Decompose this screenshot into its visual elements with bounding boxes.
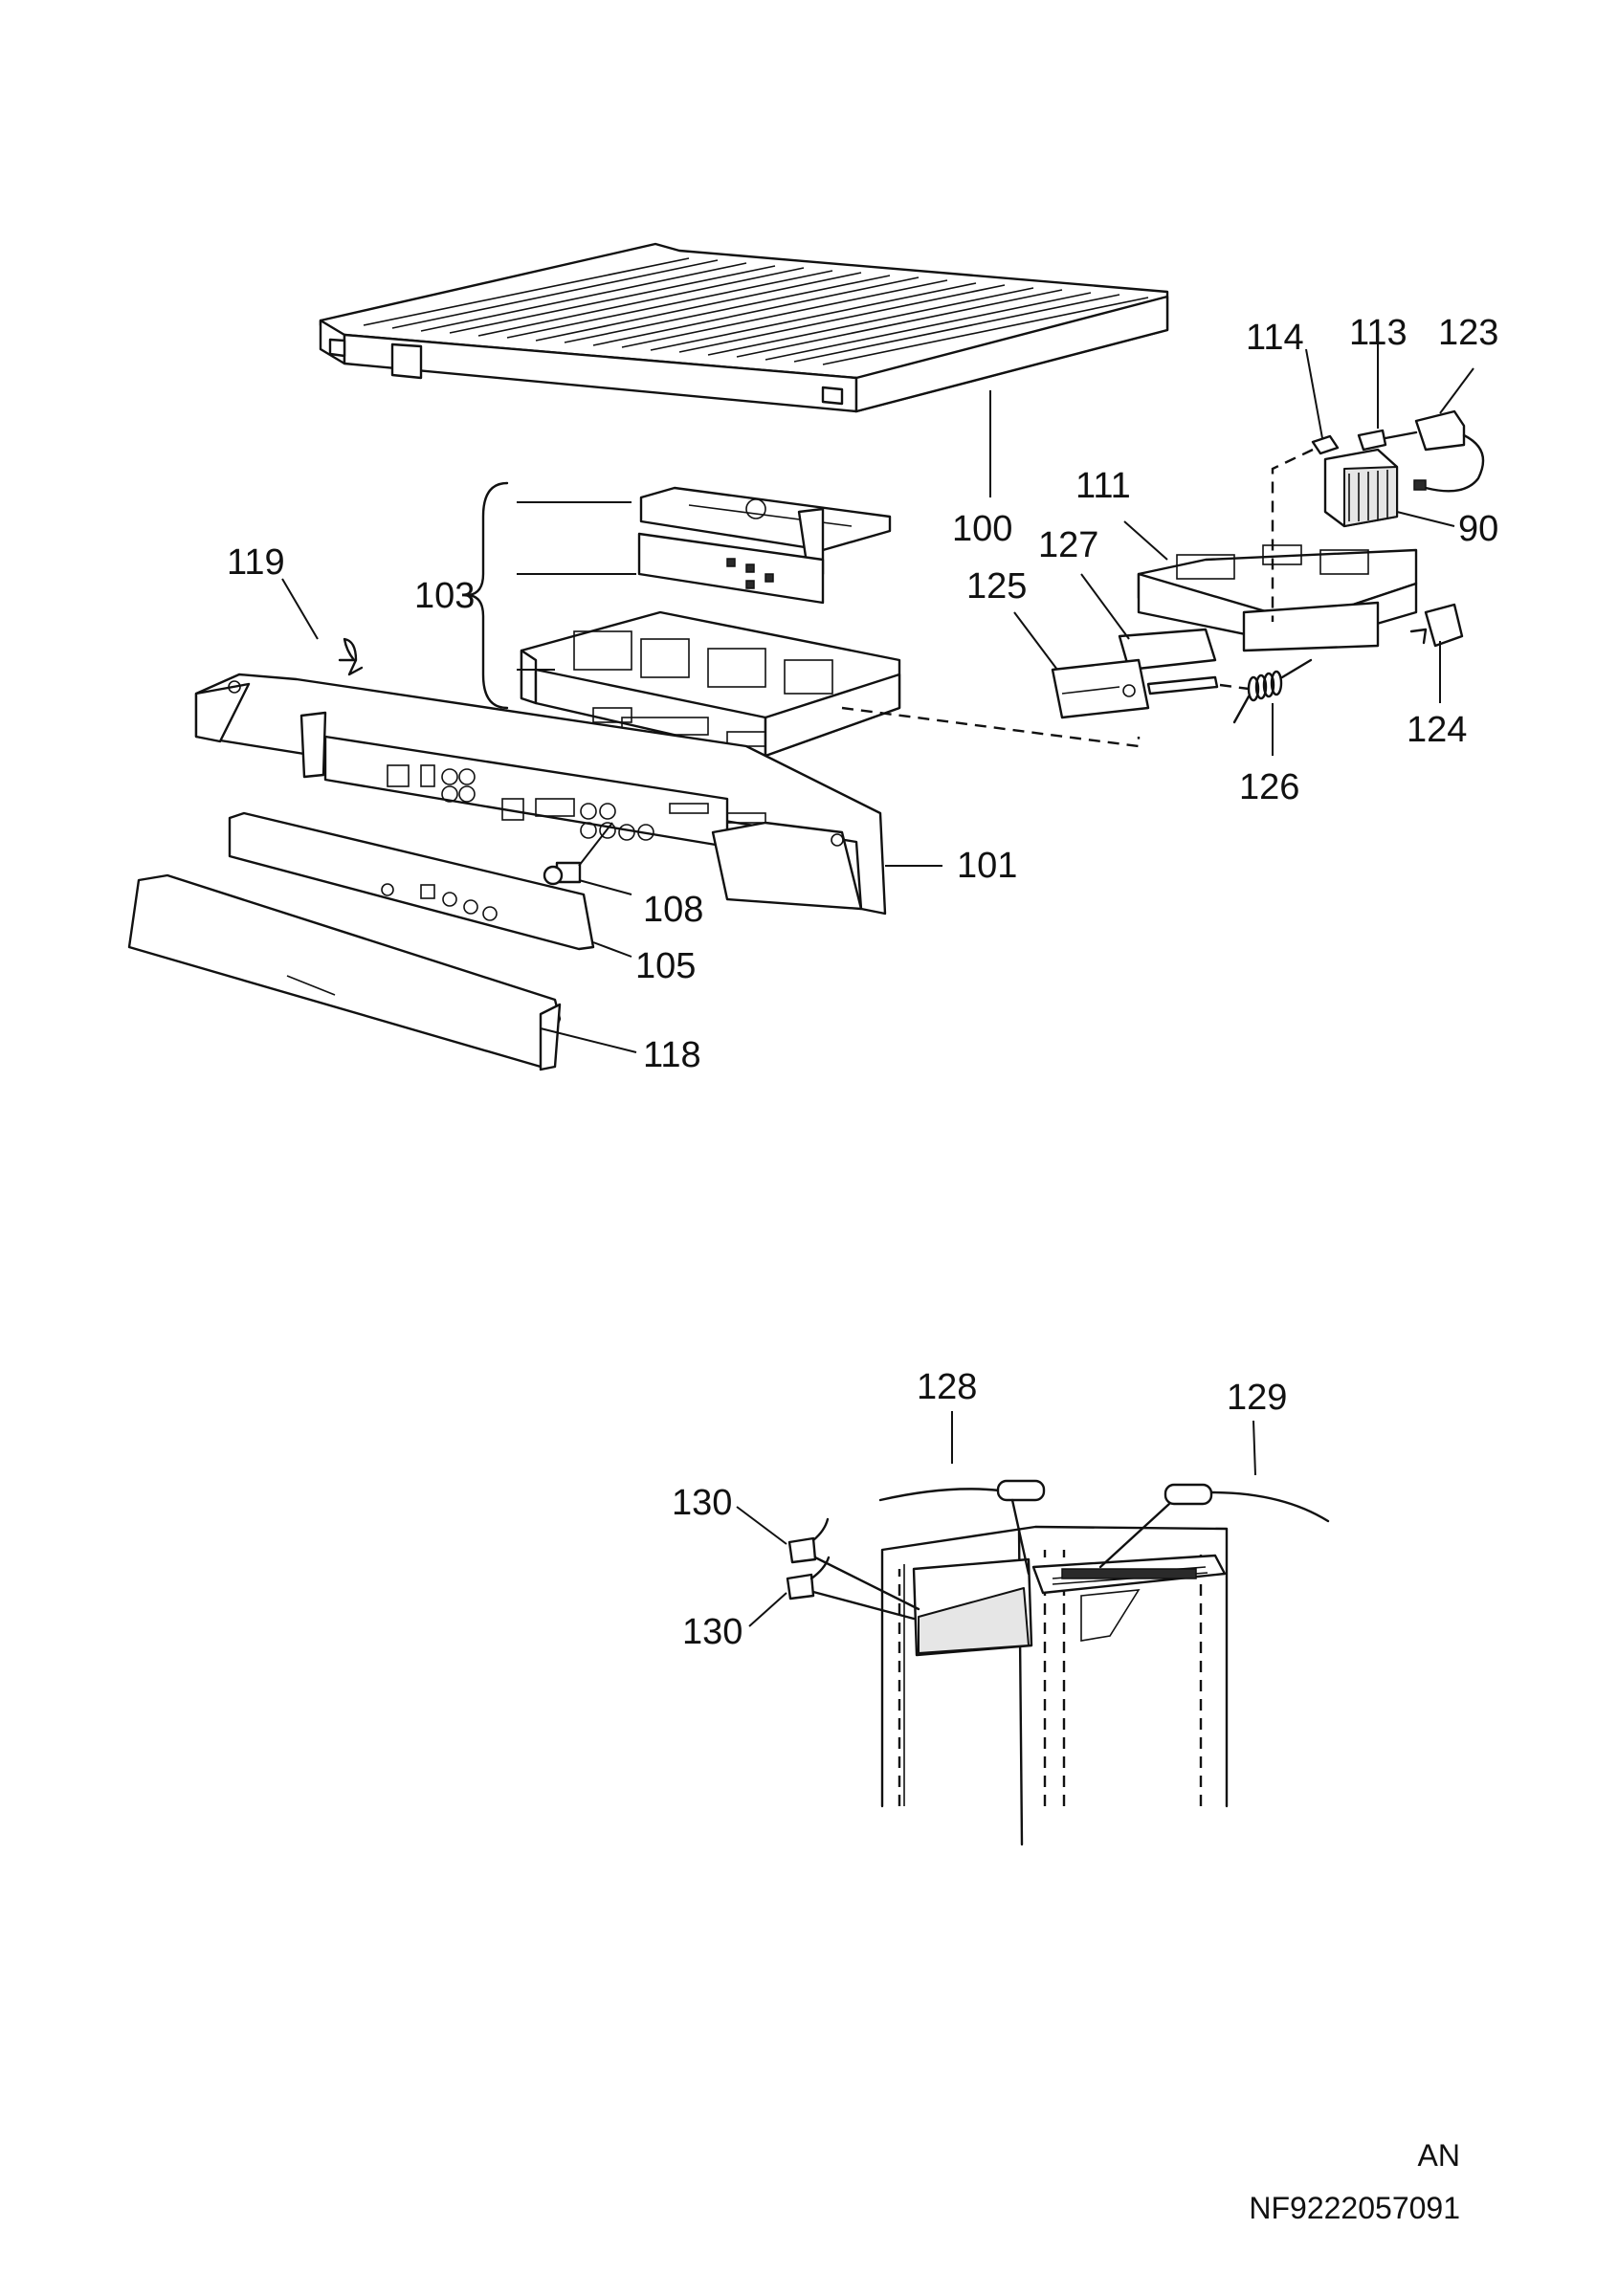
part-108-knob [543, 822, 632, 895]
part-100-top-grille [319, 242, 1169, 413]
callout-128: 128 [917, 1367, 977, 1407]
callout-126: 126 [1239, 767, 1299, 807]
bulb-dashed-line [1271, 448, 1314, 622]
part-114-bulb [1305, 348, 1340, 455]
part-125-lamp-lens [1013, 611, 1219, 719]
callout-113: 113 [1349, 313, 1407, 353]
document-code: NF9222057091 [1249, 2191, 1460, 2225]
part-130-clips [736, 1506, 920, 1627]
part-123-lamp-socket [1413, 367, 1485, 493]
callout-127: 127 [1038, 525, 1098, 565]
callout-118: 118 [643, 1035, 701, 1075]
leader-119 [281, 578, 319, 640]
callout-129: 129 [1227, 1378, 1287, 1418]
connector-dashed-line [841, 706, 1141, 748]
part-113-connector [1357, 344, 1418, 452]
part-118-front-cover [127, 873, 637, 1071]
cabinet-interior [880, 1525, 1229, 1846]
callout-125: 125 [966, 566, 1027, 607]
callout-130-top: 130 [672, 1483, 732, 1523]
callout-111: 111 [1075, 466, 1131, 506]
callout-103: 103 [414, 576, 475, 616]
callout-119: 119 [227, 542, 285, 583]
part-127-lamp-cover [1080, 573, 1217, 672]
part-119-clip [338, 637, 364, 676]
callout-130-bottom: 130 [682, 1612, 743, 1652]
callout-105: 105 [635, 946, 696, 986]
callout-123: 123 [1438, 313, 1498, 353]
part-128-sensor-left [878, 1411, 1046, 1576]
part-126-spring [1219, 658, 1313, 756]
part-129-sensor-right [1098, 1420, 1330, 1569]
part-124-bracket [1409, 603, 1464, 703]
part-103-control-box [467, 481, 901, 758]
callout-100: 100 [952, 509, 1012, 549]
part-101-front-panel [194, 673, 942, 916]
callout-labels: 100 101 103 105 108 111 113 114 118 119 … [227, 313, 1498, 1652]
callout-124: 124 [1407, 710, 1467, 750]
part-105-control-strip [228, 811, 632, 958]
language-code: AN [1417, 2138, 1460, 2173]
callout-108: 108 [643, 890, 703, 930]
part-90-transformer [1323, 448, 1455, 528]
callout-90: 90 [1458, 509, 1498, 549]
callout-114: 114 [1246, 318, 1304, 358]
part-111-lamp-housing [1123, 520, 1418, 652]
callout-101: 101 [957, 846, 1017, 886]
